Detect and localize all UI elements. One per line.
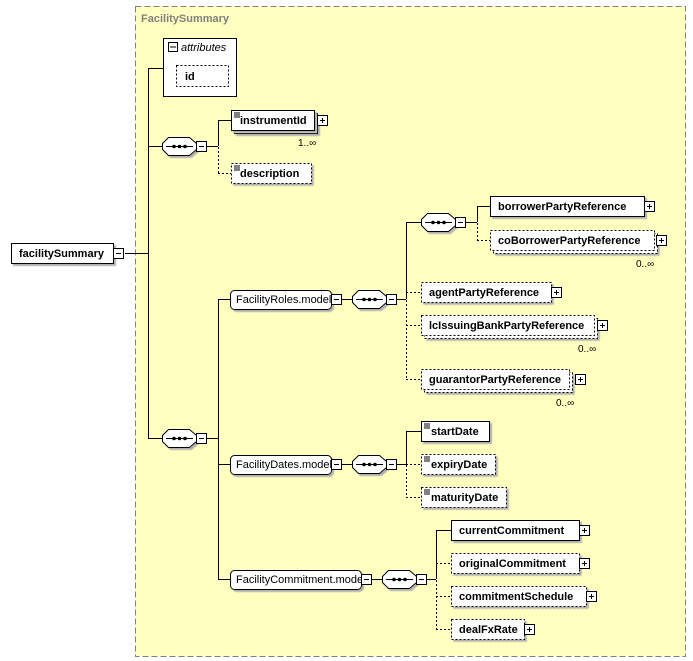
element-description[interactable]: description <box>231 163 312 184</box>
expand-icon[interactable] <box>575 374 586 385</box>
expand-icon[interactable] <box>579 525 590 536</box>
element-originalcommitment[interactable]: originalCommitment <box>451 553 580 574</box>
expand-icon[interactable] <box>586 591 597 602</box>
model-facilitydates[interactable]: FacilityDates.model <box>230 455 332 475</box>
expand-icon[interactable] <box>551 287 562 298</box>
svg-text:facilitySummary: facilitySummary <box>19 248 105 260</box>
collapse-icon[interactable] <box>113 248 124 259</box>
svg-text:startDate: startDate <box>431 426 479 438</box>
element-borrowerpartyreference[interactable]: borrowerPartyReference <box>490 196 645 217</box>
collapse-icon[interactable] <box>196 433 207 444</box>
sequence-compositor <box>162 429 197 448</box>
attributes-title: attributes <box>181 42 227 54</box>
element-guarantorpartyreference[interactable]: guarantorPartyReference <box>421 369 573 393</box>
occurrence-label: 1..∞ <box>298 138 316 149</box>
svg-text:dealFxRate: dealFxRate <box>459 624 518 636</box>
element-instrumentid[interactable]: instrumentId <box>231 110 318 134</box>
svg-text:lcIssuingBankPartyReference: lcIssuingBankPartyReference <box>429 320 584 332</box>
expand-icon[interactable] <box>524 624 535 635</box>
collapse-icon[interactable] <box>386 459 397 470</box>
element-commitmentschedule[interactable]: commitmentSchedule <box>451 586 587 607</box>
attribute-id[interactable]: id <box>176 65 229 87</box>
collapse-icon[interactable] <box>455 217 466 228</box>
occurrence-label: 0..∞ <box>556 398 574 409</box>
svg-text:commitmentSchedule: commitmentSchedule <box>459 591 573 603</box>
svg-text:FacilityRoles.model: FacilityRoles.model <box>236 294 331 306</box>
element-agentpartyreference[interactable]: agentPartyReference <box>421 282 552 303</box>
collapse-icon[interactable] <box>196 141 207 152</box>
model-facilitycommitment[interactable]: FacilityCommitment.model <box>230 570 366 590</box>
element-maturitydate[interactable]: maturityDate <box>421 487 507 508</box>
svg-text:maturityDate: maturityDate <box>431 492 498 504</box>
model-facilityroles[interactable]: FacilityRoles.model <box>230 290 332 310</box>
element-coborrowerpartyreference[interactable]: coBorrowerPartyReference <box>490 230 658 254</box>
svg-text:guarantorPartyReference: guarantorPartyReference <box>429 374 561 386</box>
svg-text:originalCommitment: originalCommitment <box>459 558 566 570</box>
expand-icon[interactable] <box>656 235 667 246</box>
svg-text:id: id <box>185 71 195 83</box>
collapse-icon[interactable] <box>361 574 372 585</box>
element-lcissuingbankpartyreference[interactable]: lcIssuingBankPartyReference <box>421 315 598 339</box>
group-title: FacilitySummary <box>141 13 230 25</box>
svg-text:currentCommitment: currentCommitment <box>459 525 564 537</box>
svg-text:FacilityDates.model: FacilityDates.model <box>236 459 332 471</box>
expand-icon[interactable] <box>597 320 608 331</box>
sequence-compositor <box>162 137 197 156</box>
root-element-facilitySummary[interactable]: facilitySummary <box>11 243 114 264</box>
svg-text:expiryDate: expiryDate <box>431 459 487 471</box>
expand-icon[interactable] <box>579 558 590 569</box>
svg-text:instrumentId: instrumentId <box>240 115 307 127</box>
collapse-icon[interactable] <box>331 459 342 470</box>
element-startdate[interactable]: startDate <box>421 421 490 442</box>
sequence-compositor <box>382 570 417 589</box>
element-expirydate[interactable]: expiryDate <box>421 454 496 475</box>
element-dealfxrate[interactable]: dealFxRate <box>451 619 525 640</box>
collapse-icon[interactable] <box>386 294 397 305</box>
element-currentcommitment[interactable]: currentCommitment <box>451 520 580 541</box>
sequence-compositor <box>352 290 387 309</box>
svg-text:description: description <box>240 168 300 180</box>
occurrence-label: 0..∞ <box>578 344 596 355</box>
expand-icon[interactable] <box>317 115 328 126</box>
occurrence-label: 0..∞ <box>636 259 654 270</box>
collapse-icon[interactable] <box>331 294 342 305</box>
svg-text:FacilityCommitment.model: FacilityCommitment.model <box>236 574 366 586</box>
svg-text:agentPartyReference: agentPartyReference <box>429 287 539 299</box>
expand-icon[interactable] <box>644 201 655 212</box>
collapse-icon[interactable] <box>168 42 178 52</box>
collapse-icon[interactable] <box>416 574 427 585</box>
sequence-compositor <box>352 455 387 474</box>
sequence-compositor <box>421 213 456 232</box>
svg-text:coBorrowerPartyReference: coBorrowerPartyReference <box>498 235 640 247</box>
svg-text:borrowerPartyReference: borrowerPartyReference <box>498 201 626 213</box>
